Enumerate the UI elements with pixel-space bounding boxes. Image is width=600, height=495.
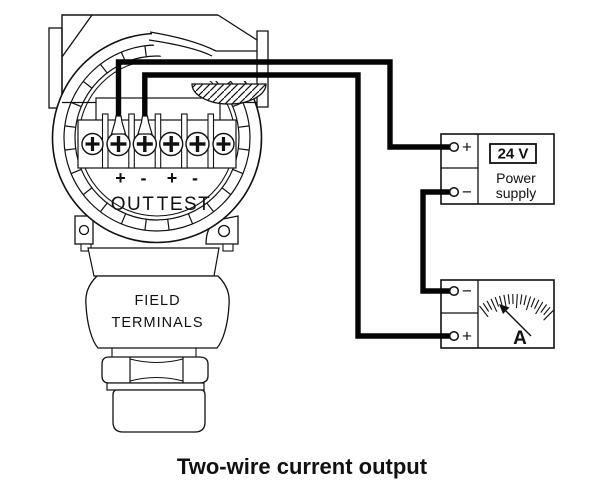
conduit-cover xyxy=(148,14,269,108)
housing-chamfer-left xyxy=(61,14,93,58)
wire-lug-out-plus xyxy=(110,115,127,135)
hex-nut-facet-arc-bottom xyxy=(129,376,184,382)
test-label: TEST xyxy=(157,194,212,215)
supply-minus-terminal xyxy=(448,186,460,198)
wire-supply-minus-to-ammeter-minus xyxy=(420,189,450,294)
power-supply: 24 V Power supply xyxy=(440,133,555,205)
wire-lug-out-minus xyxy=(137,115,153,135)
supply-plus-terminal xyxy=(448,141,460,153)
meter-needle-tip xyxy=(499,304,510,314)
housing-outline xyxy=(61,14,218,103)
loop-wires xyxy=(115,59,450,339)
transmitter-body: FIELD TERMINALS xyxy=(85,247,230,433)
ammeter-plus-terminal xyxy=(448,330,460,342)
housing-left-plate xyxy=(48,27,63,109)
voltage-label: 24 V xyxy=(498,146,529,163)
wire-lugs xyxy=(110,115,153,135)
cover-sweep-outer xyxy=(149,31,217,52)
transmitter: + - + - OUT TEST FIELD TERMINALS xyxy=(48,14,269,433)
left-ear-hole xyxy=(78,224,90,236)
meter-needle xyxy=(505,310,532,337)
housing xyxy=(48,14,218,109)
power-supply-name-line2: supply xyxy=(496,185,536,201)
process-connector xyxy=(112,389,206,433)
polarity-label-4: - xyxy=(192,168,198,188)
ammeter-minus-terminal xyxy=(448,285,460,297)
terminal-screw-test-plus xyxy=(158,131,184,157)
hex-nut xyxy=(101,356,209,384)
supply-plus-sign: + xyxy=(462,138,472,157)
terminal-screw-out-plus xyxy=(106,131,131,157)
out-label: OUT xyxy=(111,194,156,215)
power-supply-name-line1: Power xyxy=(496,170,536,186)
ammeter-unit-label: A xyxy=(513,328,527,349)
cover-sweep-inner xyxy=(148,39,213,57)
terminal-screws xyxy=(81,131,235,157)
ammeter: A xyxy=(440,279,555,349)
cover-mask xyxy=(152,31,268,81)
housing-chamfer-right xyxy=(217,14,258,41)
terminal-block xyxy=(62,97,268,169)
wire-out-minus-to-ammeter-plus xyxy=(142,72,450,339)
bezel-ring-3 xyxy=(74,55,240,221)
right-ear-hole xyxy=(217,224,231,238)
terminal-screw-out-minus xyxy=(132,131,158,157)
body-neck xyxy=(87,247,220,277)
body-label-line2: TERMINALS xyxy=(112,315,204,331)
right-ear-foot xyxy=(222,243,234,252)
supply-minus-sign: − xyxy=(462,183,472,202)
polarity-label-1: + xyxy=(115,168,126,188)
field-terminals-barrel xyxy=(85,275,230,349)
polarity-label-3: + xyxy=(167,168,178,188)
conduit-opening-hatched xyxy=(191,83,267,105)
terminal-screw xyxy=(81,132,104,156)
ammeter-box xyxy=(440,279,555,349)
ammeter-minus-sign: − xyxy=(462,282,472,301)
meter-scale-ticks xyxy=(479,293,554,321)
ammeter-plus-sign: + xyxy=(462,327,472,346)
hex-nut-facet-arc-top xyxy=(129,358,184,364)
body-label-line1: FIELD xyxy=(134,293,180,309)
box-terminals: + − − + xyxy=(448,138,472,346)
terminal-labels: + - + - OUT TEST xyxy=(111,168,212,215)
terminal-screw xyxy=(212,132,235,156)
voltage-label-box xyxy=(489,143,537,164)
diagram-caption: Two-wire current output xyxy=(177,454,428,479)
power-supply-box xyxy=(440,133,555,205)
polarity-label-2: - xyxy=(141,168,147,188)
terminal-screw-test-minus xyxy=(185,131,210,157)
process-collar xyxy=(106,382,205,391)
wire-out-plus-to-supply-plus xyxy=(115,59,450,150)
